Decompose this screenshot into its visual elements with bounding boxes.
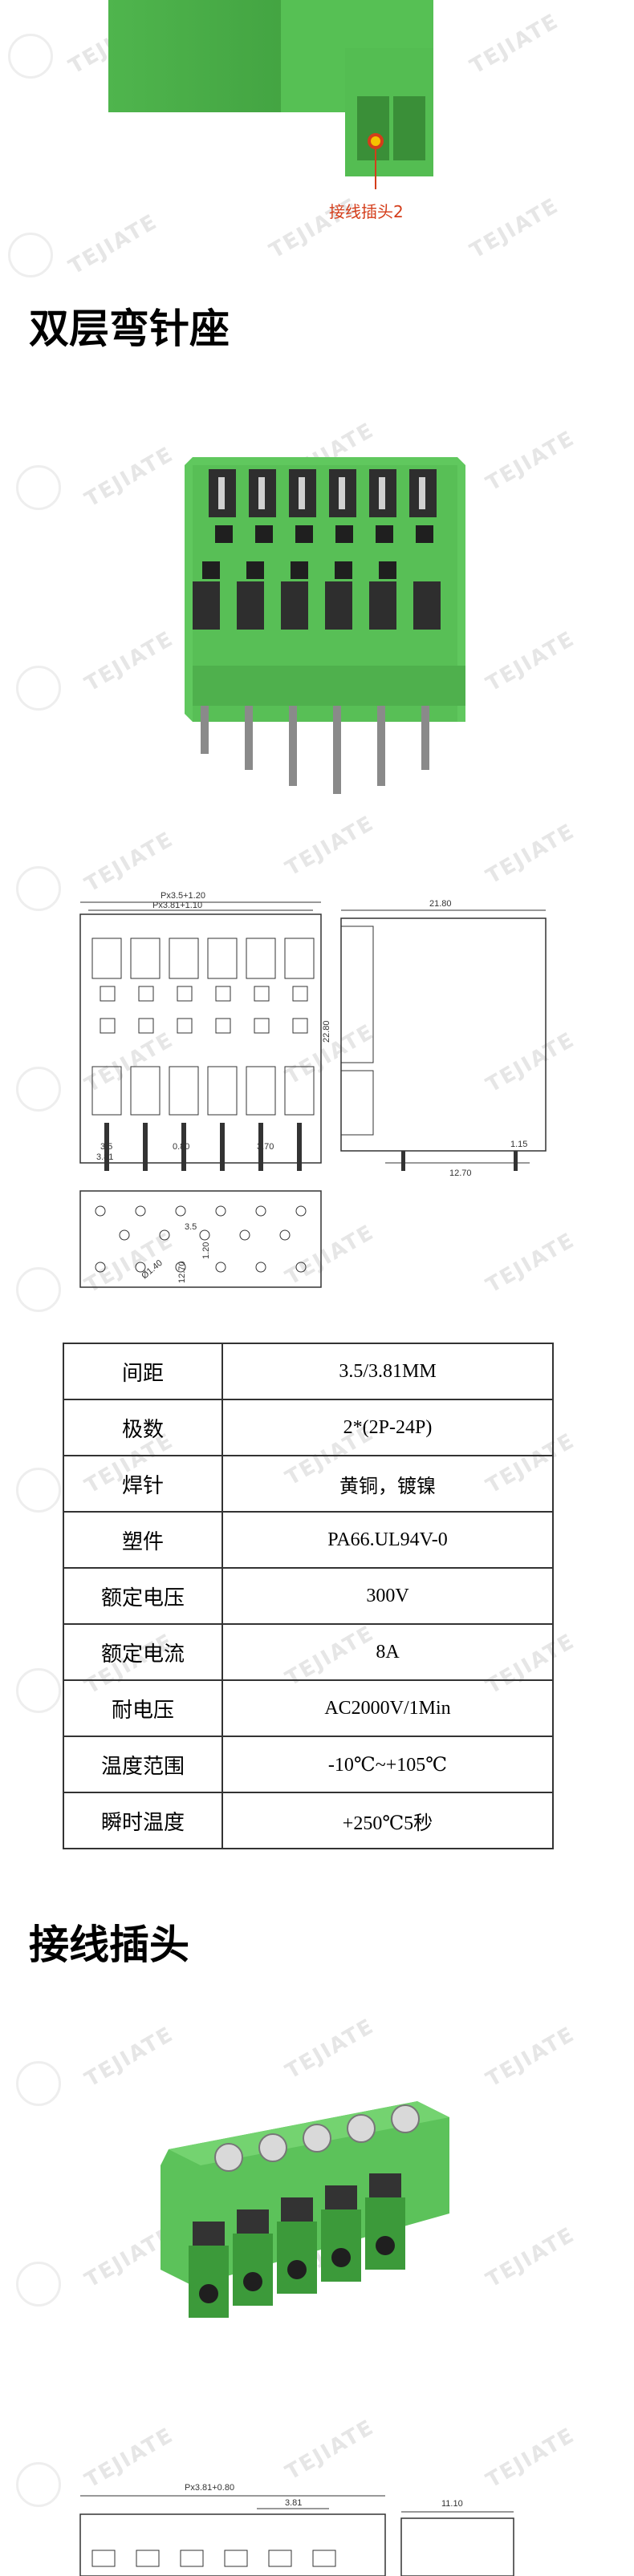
callout-marker (368, 133, 384, 149)
spec-value: PA66.UL94V-0 (221, 1511, 554, 1569)
dim-side-height: 22.80 (322, 1020, 331, 1043)
dim-side-1270: 12.70 (449, 1169, 472, 1178)
section-title-plug: 接线插头 (29, 1922, 189, 1968)
pin-header-drawing: Px3.5+1.20 Px3.81+1.10 3.5 3.81 0.80 3.7… (79, 891, 547, 1288)
spec-value: 8A (221, 1623, 554, 1681)
spec-value: 3.5/3.81MM (221, 1343, 554, 1400)
dim-plug-top: Px3.81+0.80 (185, 2483, 234, 2493)
dim-pcb-1270: 12.70 (177, 1261, 187, 1283)
spec-key: 极数 (63, 1399, 223, 1456)
spec-value: 300V (221, 1567, 554, 1625)
spec-key: 间距 (63, 1343, 223, 1400)
dim-pcb-35: 3.5 (185, 1222, 197, 1232)
spec-key: 温度范围 (63, 1736, 223, 1793)
spec-key: 额定电压 (63, 1567, 223, 1625)
dim-pitch-35: 3.5 (100, 1142, 112, 1152)
watermark: TEJIATE (482, 819, 579, 889)
callout-label: 接线插头2 (329, 202, 404, 221)
spec-row: 瞬时温度+250℃5秒 (63, 1792, 554, 1849)
spec-value: 2*(2P-24P) (221, 1399, 554, 1456)
watermark: TEJIATE (482, 626, 579, 697)
spec-value: 黄铜，镀镍 (221, 1455, 554, 1513)
spec-key: 瞬时温度 (63, 1792, 223, 1849)
plug-photo (161, 2101, 449, 2318)
spec-key: 塑件 (63, 1511, 223, 1569)
dim-top-2: Px3.81+1.10 (152, 901, 202, 910)
dim-plug-381: 3.81 (285, 2498, 302, 2508)
dim-side-115: 1.15 (510, 1140, 527, 1149)
watermark: TEJIATE (465, 193, 563, 264)
section-title-header-pin: 双层弯针座 (29, 306, 230, 352)
dim-080: 0.80 (173, 1142, 189, 1152)
watermark: TEJIATE (64, 209, 162, 280)
spec-key: 额定电流 (63, 1623, 223, 1681)
dim-side-width: 21.80 (429, 899, 452, 909)
spec-row: 温度范围-10℃~+105℃ (63, 1736, 554, 1793)
dim-top-1: Px3.5+1.20 (161, 891, 205, 901)
watermark: TEJIATE (281, 811, 379, 881)
spec-value: +250℃5秒 (221, 1792, 554, 1849)
dim-370: 3.70 (257, 1142, 274, 1152)
plug-drawing: Px3.81+0.80 3.81 11.10 (79, 2483, 514, 2576)
dim-plug-side: 11.10 (441, 2499, 463, 2509)
dim-pcb-120: 1.20 (201, 1242, 211, 1259)
spec-key: 焊针 (63, 1455, 223, 1513)
spec-value: -10℃~+105℃ (221, 1736, 554, 1793)
spec-key: 耐电压 (63, 1679, 223, 1737)
watermark: TEJIATE (482, 426, 579, 496)
pin-header-photo (185, 457, 465, 794)
dim-pcb-hole: Ø1.40 (140, 1258, 165, 1281)
spec-value: AC2000V/1Min (221, 1679, 554, 1737)
spec-row: 焊针黄铜，镀镍 (63, 1455, 554, 1513)
dim-pitch-381: 3.81 (96, 1152, 113, 1162)
top-connector-photo (108, 0, 433, 189)
